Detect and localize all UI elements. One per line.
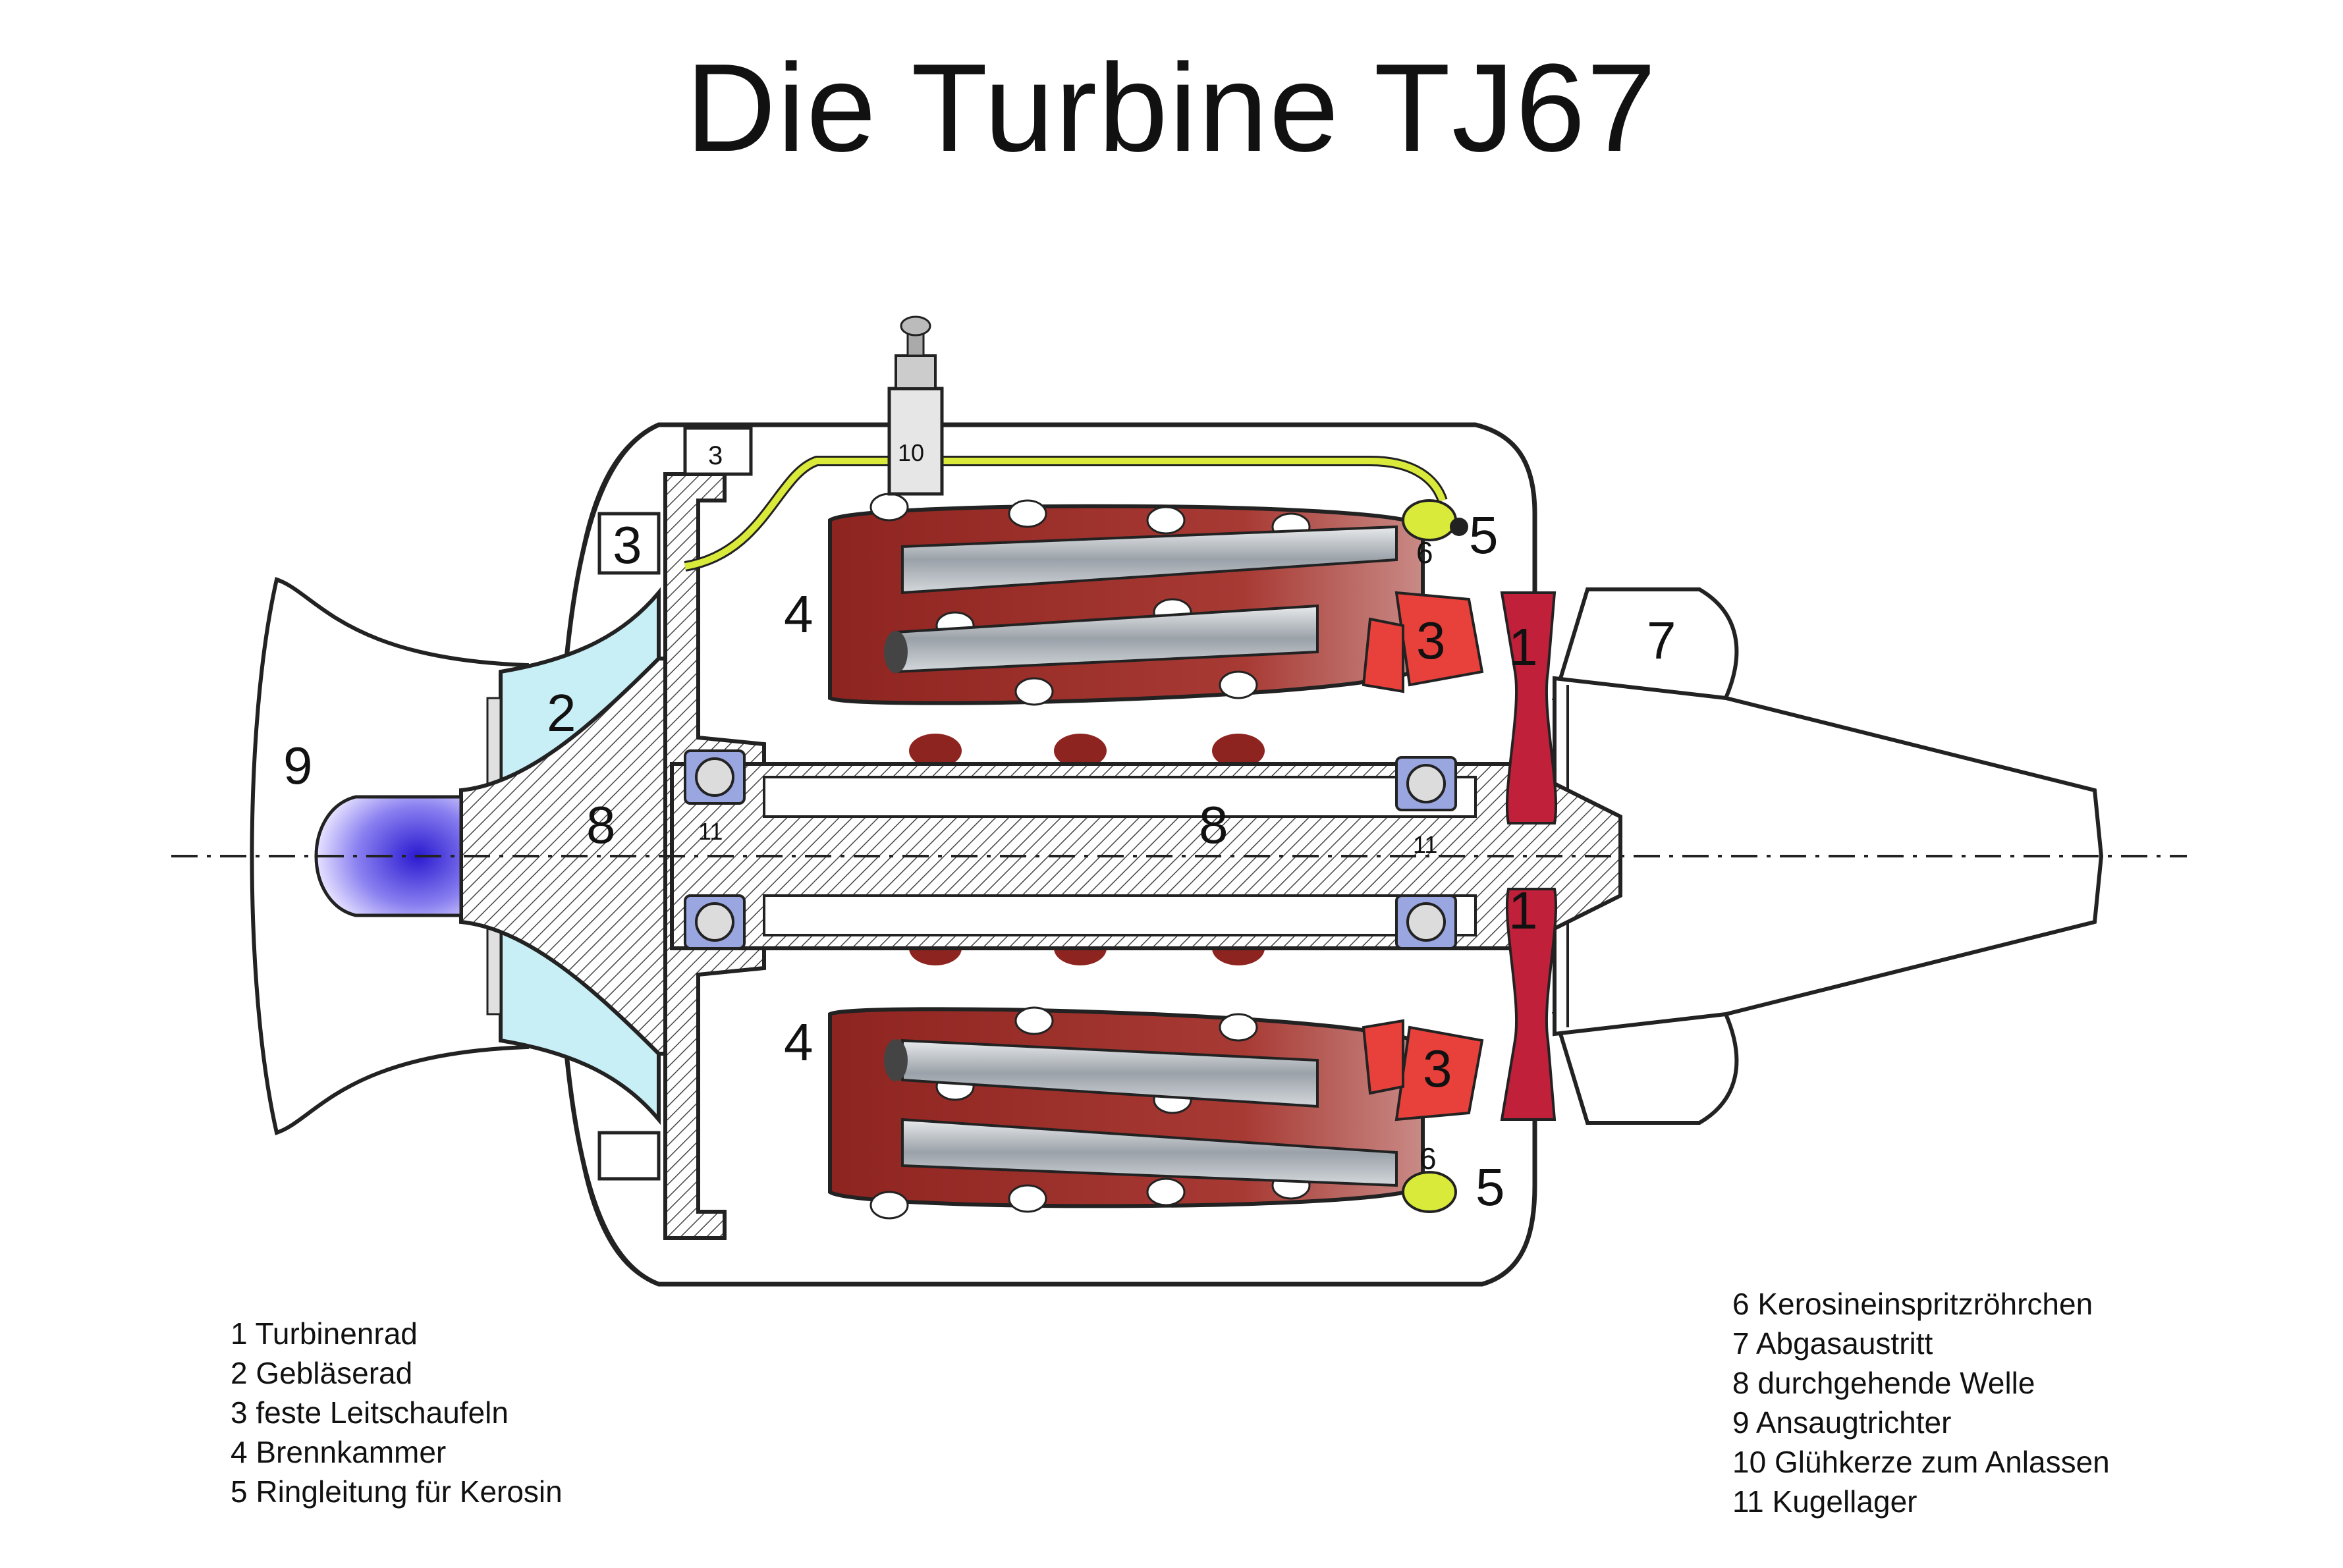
label-shaft-right: 8 [1199, 796, 1228, 854]
label-injector-top: 6 [1416, 535, 1433, 570]
label-ring-line-top: 5 [1469, 506, 1499, 564]
label-blower-wheel: 2 [547, 684, 576, 742]
label-turbine-wheel-bottom: 1 [1508, 881, 1538, 940]
label-glow-plug: 10 [898, 439, 924, 466]
legend-item: 5 Ringleitung für Kerosin [231, 1474, 563, 1509]
legend-item: 10 Glühkerze zum Anlassen [1732, 1445, 2110, 1479]
page-title: Die Turbine TJ67 [685, 38, 1658, 178]
label-guide-vanes-compressor: 3 [613, 516, 642, 574]
legend-item: 1 Turbinenrad [231, 1316, 418, 1351]
label-bearing-left: 11 [698, 818, 723, 845]
label-combustion-top: 4 [784, 585, 813, 643]
legend-item: 9 Ansaugtrichter [1732, 1405, 1952, 1440]
label-bearing-right: 11 [1413, 831, 1437, 858]
label-combustion-bottom: 4 [784, 1013, 813, 1071]
combustion-chamber-top [828, 493, 1425, 706]
legend-item: 2 Gebläserad [231, 1356, 413, 1390]
turbine-wheel [1500, 591, 1558, 1121]
exhaust-nozzle [1551, 587, 2104, 1125]
fuel-ring-line [684, 456, 1468, 1213]
turbine-guide-vanes [1362, 591, 1484, 1122]
compressor-vanes [597, 426, 753, 1181]
legend-item: 6 Kerosineinspritzröhrchen [1732, 1287, 2093, 1321]
glow-plug [887, 315, 944, 496]
label-injector-bottom: 6 [1420, 1141, 1437, 1176]
label-shaft-left: 8 [586, 796, 616, 854]
legend-left: 1 Turbinenrad 2 Gebläserad 3 feste Leits… [231, 1314, 563, 1511]
label-exhaust: 7 [1647, 611, 1676, 670]
label-guide-vanes-bottom: 3 [1423, 1039, 1452, 1098]
label-turbine-wheel-top: 1 [1508, 618, 1538, 676]
legend-item: 8 durchgehende Welle [1732, 1366, 2035, 1400]
label-glow-plug-vane: 3 [708, 441, 723, 470]
label-ring-line-bottom: 5 [1475, 1158, 1505, 1216]
label-guide-vanes-top: 3 [1416, 611, 1446, 670]
legend-item: 4 Brennkammer [231, 1435, 447, 1469]
combustion-chamber-bottom [828, 1006, 1425, 1220]
legend-item: 7 Abgasaustritt [1732, 1326, 1933, 1361]
legend-item: 3 feste Leitschaufeln [231, 1395, 509, 1430]
legend-right: 6 Kerosineinspritzröhrchen 7 Abgasaustri… [1732, 1284, 2110, 1521]
label-intake: 9 [283, 736, 313, 795]
legend-item: 11 Kugellager [1732, 1484, 1917, 1519]
bearings [684, 749, 1457, 950]
